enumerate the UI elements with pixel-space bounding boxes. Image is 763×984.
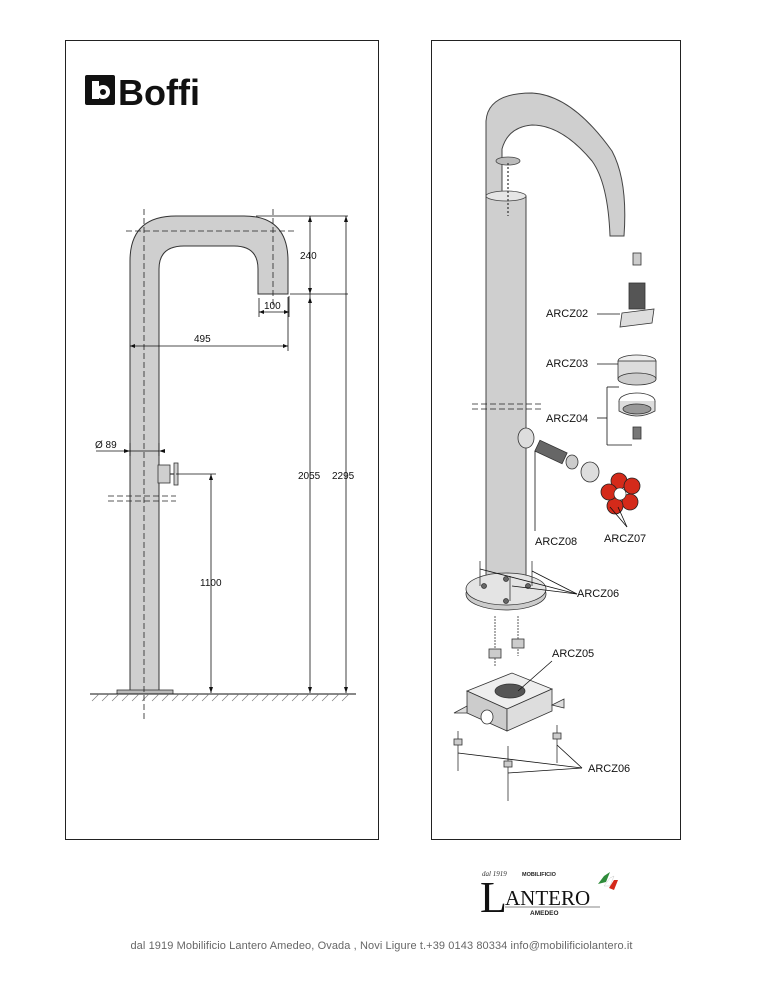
studs — [488, 616, 525, 666]
lantero-sub: AMEDEO — [530, 910, 559, 917]
lantero-since: dal 1919 — [482, 870, 507, 878]
part-label-arcz07: ARCZ07 — [604, 533, 646, 545]
dim-total-height: 2295 — [332, 471, 355, 482]
part-label-arcz04: ARCZ04 — [546, 413, 588, 425]
base-plate — [116, 689, 174, 695]
exploded-view-panel: ARCZ02 ARCZ03 ARCZ04 ARCZ08 ARCZ07 ARCZ0… — [431, 40, 681, 840]
elevation-drawing-panel: Boffi — [65, 40, 379, 840]
anchor-bolts — [453, 725, 562, 801]
dim-outlet-height: 2055 — [298, 471, 321, 482]
boffi-logo: Boffi — [85, 72, 200, 113]
brand-name: Boffi — [118, 72, 200, 113]
elevation-drawing: Boffi — [85, 72, 356, 719]
flag-red — [609, 880, 618, 890]
exploded-pipe-bend — [485, 92, 626, 237]
section-break — [472, 403, 542, 410]
part-label-arcz05: ARCZ05 — [552, 648, 594, 660]
leader-lines — [457, 313, 632, 774]
valve-parts — [517, 427, 600, 483]
flag-green — [598, 872, 610, 884]
lantero-initial: L — [480, 873, 507, 922]
dimension-arrows — [124, 216, 348, 693]
footer-contact-line: dal 1919 Mobilificio Lantero Amedeo, Ova… — [130, 940, 633, 952]
base-flange — [465, 561, 547, 611]
dim-top-height: 240 — [300, 251, 317, 262]
ground-hatch — [91, 693, 350, 702]
red-handle — [600, 472, 641, 515]
dim-spout-reach: 100 — [264, 301, 281, 312]
spout-parts — [617, 252, 657, 440]
faucet-pipe — [129, 215, 289, 694]
lantero-name: ANTERO — [505, 886, 590, 910]
dim-handle-height: 1100 — [200, 578, 222, 589]
exploded-view: ARCZ02 ARCZ03 ARCZ04 ARCZ08 ARCZ07 ARCZ0… — [453, 92, 657, 801]
part-label-arcz06-top: ARCZ06 — [577, 588, 619, 600]
dim-width: 495 — [194, 334, 211, 345]
part-label-arcz06-bottom: ARCZ06 — [588, 763, 630, 775]
lantero-logo: dal 1919 MOBILIFICIO L ANTERO AMEDEO — [480, 870, 618, 922]
valve-body — [157, 464, 171, 484]
lantero-tag: MOBILIFICIO — [522, 872, 557, 878]
centre-lines — [108, 209, 296, 719]
part-label-arcz08: ARCZ08 — [535, 536, 577, 548]
part-label-arcz02: ARCZ02 — [546, 308, 588, 320]
part-label-arcz03: ARCZ03 — [546, 358, 588, 370]
flag-white — [603, 875, 615, 887]
dim-diameter: Ø 89 — [95, 440, 117, 451]
exploded-pipe-column — [485, 195, 527, 582]
installation-box — [453, 672, 565, 732]
